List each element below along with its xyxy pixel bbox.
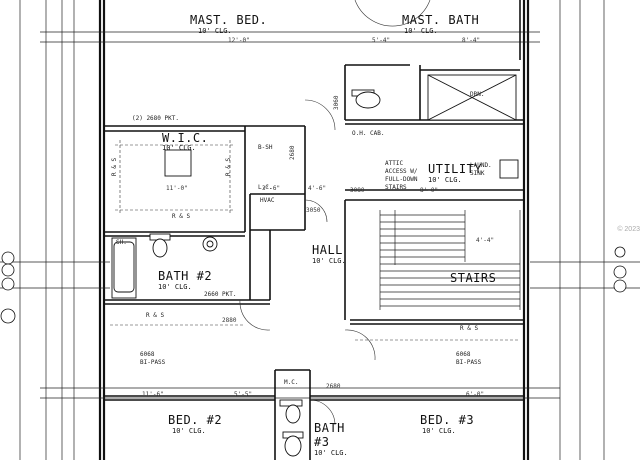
note-oh-cab: O.H. CAB. — [352, 130, 385, 137]
note-attic-1: ATTIC — [385, 160, 404, 167]
room-label-utility: UTILITY — [428, 162, 483, 176]
stair-treads — [379, 210, 521, 310]
note-bipass-left-2: BI-PASS — [140, 359, 166, 366]
ceiling-label-hall: 10' CLG. — [312, 257, 346, 265]
note-bipass-right-2: BI-PASS — [456, 359, 482, 366]
note-rs-1: R & S — [172, 213, 191, 220]
ceiling-label-utility: 10' CLG. — [428, 176, 462, 184]
closet-rods — [110, 140, 520, 341]
interior-walls — [104, 0, 524, 460]
room-number-bath3: #3 — [314, 435, 330, 449]
dim-11-0: 11'-0" — [166, 185, 188, 192]
dim-5-4: 5'-4" — [372, 37, 391, 44]
dim-2680: 2680 — [326, 383, 341, 390]
dim-4-6: 4'-6" — [308, 185, 327, 192]
dim-2880: 2880 — [222, 317, 237, 324]
door-swings — [239, 0, 431, 426]
note-mc: M.C. — [284, 379, 299, 386]
dim-8-4: 8'-4" — [462, 37, 481, 44]
ceiling-label-bed3: 10' CLG. — [422, 427, 456, 435]
dim-6-0: 6'-0" — [466, 391, 485, 398]
note-rs-5: R & S — [225, 157, 232, 176]
note-bath-pkt: 2660 PKT. — [204, 291, 237, 298]
note-wic-door: (2) 2680 PKT. — [132, 115, 179, 122]
exterior-walls — [98, 0, 530, 460]
ceiling-label-mast-bath: 10' CLG. — [404, 27, 438, 35]
note-laund-1: LAUND. — [470, 162, 492, 169]
note-rs-2: R & S — [146, 312, 165, 319]
note-bipass-left: 6068 — [140, 351, 155, 358]
room-label-bath2: BATH #2 — [158, 269, 213, 283]
note-drn: DRN. — [470, 91, 485, 98]
dim-3080: 3080 — [350, 187, 365, 194]
note-sh: SH. — [116, 239, 127, 246]
watermark-text: © 2023 — [617, 226, 640, 233]
room-label-wic: W.I.C. — [162, 131, 209, 145]
dim-3050: 3050 — [306, 207, 321, 214]
dim-3-6: 3'-6" — [262, 185, 281, 192]
dim-12-0: 12'-0" — [228, 37, 250, 44]
dim-8-0: 8'-0" — [420, 187, 439, 194]
ceiling-label-bed2: 10' CLG. — [172, 427, 206, 435]
dim-5-5: 5'-5" — [234, 391, 253, 398]
room-label-hall: HALL — [312, 243, 343, 257]
note-lc: L.C. — [258, 184, 273, 191]
ceiling-label-bath2: 10' CLG. — [158, 283, 192, 291]
note-attic-4: STAIRS — [385, 184, 407, 191]
note-rs-4: R & S — [111, 157, 118, 176]
room-label-mast-bath: MAST. BATH — [402, 13, 480, 27]
ceiling-label-wic: 10' CLG. — [162, 144, 196, 152]
room-label-mast-bed: MAST. BED. — [190, 13, 268, 27]
section-markers — [0, 246, 627, 324]
note-attic-3: FULL-DOWN — [385, 176, 418, 183]
dim-2680-vertical: 2680 — [289, 145, 296, 160]
ceiling-label-bath3: 10' CLG. — [314, 449, 348, 457]
dim-11-6: 11'-6" — [142, 391, 164, 398]
room-label-stairs: STAIRS — [450, 271, 497, 285]
note-bipass-right: 6068 — [456, 351, 471, 358]
ceiling-label-mast-bed: 10' CLG. — [198, 27, 232, 35]
room-label-bath3: BATH — [314, 421, 345, 435]
fixtures — [111, 74, 519, 457]
note-hvac: HVAC — [260, 197, 275, 204]
room-label-bed3: BED. #3 — [420, 413, 475, 427]
note-rs-3: R & S — [460, 325, 479, 332]
note-attic-2: ACCESS W/ — [385, 168, 418, 175]
dim-3060-vertical: 3060 — [333, 95, 340, 110]
note-bsh: B-SH — [258, 144, 273, 151]
note-laund-2: SINK — [470, 170, 485, 177]
dim-4-4: 4'-4" — [476, 237, 495, 244]
room-label-bed2: BED. #2 — [168, 413, 223, 427]
